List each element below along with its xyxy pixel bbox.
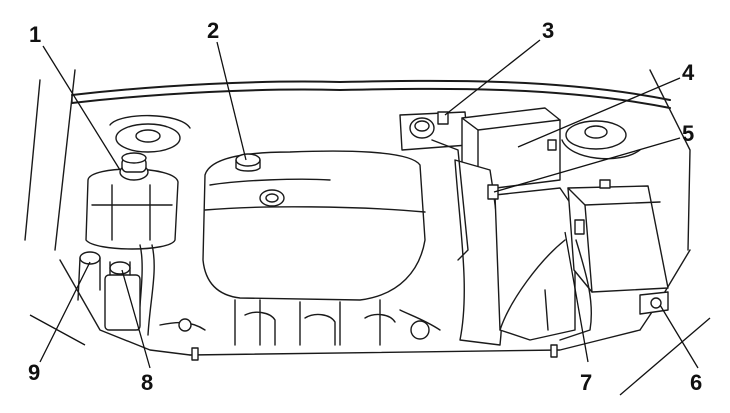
leader-8	[121, 269, 151, 369]
leader-5	[493, 137, 681, 193]
callout-2: 2	[207, 18, 219, 43]
coolant-expansion-tank	[85, 152, 179, 336]
air-filter-housing	[431, 139, 576, 346]
engine-cover	[202, 150, 426, 301]
callout-1: 1	[29, 22, 41, 47]
cowl-weatherstrip	[71, 79, 671, 109]
bay-fasteners	[191, 344, 558, 361]
callout-4: 4	[682, 60, 695, 85]
washer-fluid-cap	[77, 251, 101, 301]
callout-7: 7	[580, 370, 592, 395]
callout-labels: 1 2 3 4 5 6 7 8 9	[28, 18, 702, 395]
battery-clamp	[639, 291, 669, 315]
callout-3: 3	[542, 18, 554, 43]
leader-9	[39, 261, 91, 363]
callout-8: 8	[141, 370, 153, 395]
leader-6	[659, 304, 699, 369]
lower-engine-block	[159, 299, 441, 346]
power-steering-reservoir	[399, 111, 469, 151]
leader-4	[517, 77, 681, 148]
leader-3	[444, 39, 541, 116]
callout-5: 5	[682, 121, 694, 146]
leader-lines	[29, 39, 711, 396]
leader-7	[564, 231, 589, 363]
right-strut-tower	[561, 120, 641, 160]
callout-6: 6	[690, 370, 702, 395]
left-strut-tower	[109, 114, 191, 153]
leader-1	[42, 45, 121, 171]
battery	[559, 179, 669, 341]
leader-2	[216, 41, 247, 161]
callout-9: 9	[28, 360, 40, 385]
brake-fluid-reservoir	[104, 261, 141, 331]
